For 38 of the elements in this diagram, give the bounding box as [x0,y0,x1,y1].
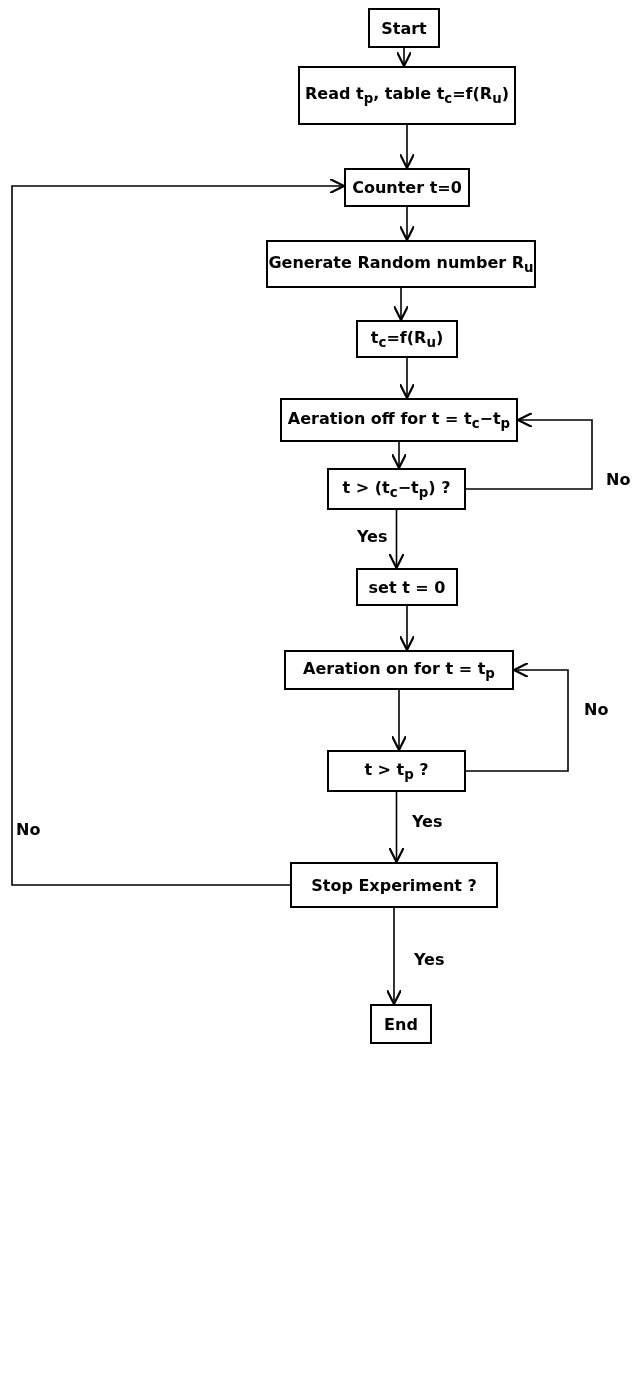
arrow [395,47,413,68]
arrow [390,689,408,752]
arrow [385,907,403,1006]
box-text: Start [381,18,427,38]
arrow [392,287,410,322]
arrow [465,661,569,772]
box-text: Counter t=0 [352,178,462,197]
process-box [284,650,514,690]
arrow [11,177,346,886]
arrow [398,124,416,170]
box-text: End [384,1014,418,1034]
arrow [398,206,416,242]
process-box [266,240,536,288]
process-box [290,862,498,908]
box-text: t > t$_{p}$ ? [364,759,429,783]
process-box [344,168,470,207]
arrow [465,411,593,490]
box-text: Read t$_{p}$, table t$_{c}$=f(R$_{u}$) [305,84,509,107]
arrow [388,791,405,864]
process-box [327,750,466,792]
process-box [280,398,518,442]
process-box [356,568,458,606]
box-text: t$_{c}$=f(R$_{u}$) [370,327,444,351]
box-text: Aeration off for t = t$_{c}$−t$_{p}$ [287,408,511,432]
arrow [398,357,416,400]
arrow [388,509,405,570]
arrow [398,605,416,652]
box-text: set t = 0 [368,577,446,597]
box-text: t > (t$_{c}$−t$_{p}$) ? [342,477,451,501]
box-text: Stop Experiment ? [311,875,477,895]
box-text: Generate Random number R$_{u}$ [268,252,534,276]
arrow [390,441,408,470]
box-text: Aeration on for t = t$_{p}$ [303,658,495,682]
process-box [356,320,458,358]
process-box [298,66,516,125]
process-box [368,8,440,48]
process-box [327,468,466,510]
process-box [370,1004,432,1044]
